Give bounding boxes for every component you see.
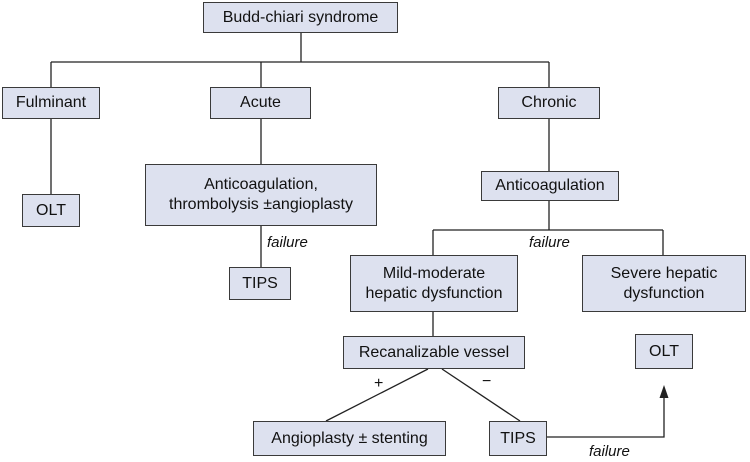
node-mild-moderate-hepatic-dysfunction: Mild-moderate hepatic dysfunction xyxy=(350,255,518,312)
node-fulminant: Fulminant xyxy=(2,87,100,119)
connector-recanalizable-tips xyxy=(441,368,521,422)
edge-label-plus: + xyxy=(374,375,384,392)
node-anticoagulation-thrombolysis: Anticoagulation, thrombolysis ±angioplas… xyxy=(145,164,377,226)
edge-label-minus: − xyxy=(482,373,492,390)
node-chronic: Chronic xyxy=(498,87,600,119)
edge-label-failure-tips: failure xyxy=(589,443,630,460)
connector-recanalizable-angioplasty xyxy=(325,368,429,422)
node-olt-fulminant: OLT xyxy=(22,194,80,227)
arrowhead-to-olt xyxy=(659,385,669,398)
node-angioplasty-stenting: Angioplasty ± stenting xyxy=(253,421,446,456)
node-olt-severe: OLT xyxy=(635,334,693,369)
edge-label-failure-chronic: failure xyxy=(529,234,570,251)
node-acute: Acute xyxy=(210,87,311,119)
node-tips-chronic: TIPS xyxy=(489,421,547,456)
node-tips-acute: TIPS xyxy=(229,267,291,300)
node-severe-hepatic-dysfunction: Severe hepatic dysfunction xyxy=(582,255,746,312)
edge-label-failure-acute: failure xyxy=(267,234,308,251)
node-anticoagulation-chronic: Anticoagulation xyxy=(481,171,619,201)
connector-tips-olt-failure xyxy=(547,397,665,438)
node-budd-chiari-syndrome: Budd-chiari syndrome xyxy=(203,2,398,33)
node-recanalizable-vessel: Recanalizable vessel xyxy=(343,336,525,369)
